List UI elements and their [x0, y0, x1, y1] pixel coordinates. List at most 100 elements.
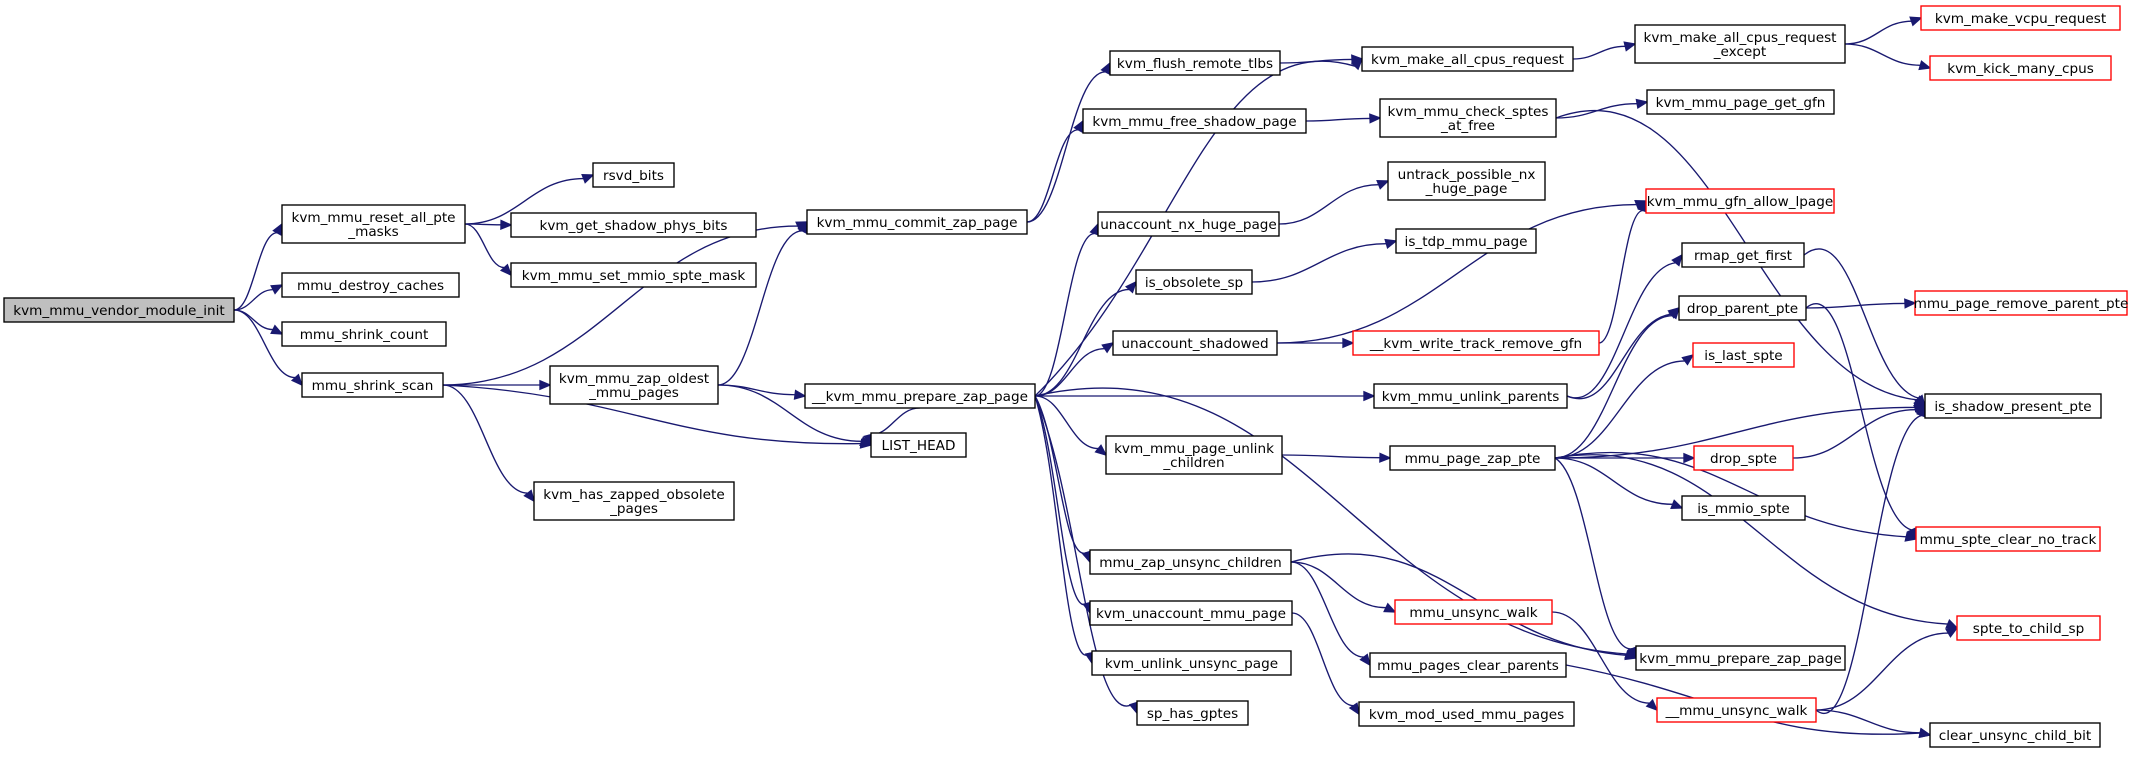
edge-line: [1281, 454, 1381, 459]
edge-n34-to-n35: [1281, 452, 1392, 463]
node-kvm-unaccount-mmu-page[interactable]: kvm_unaccount_mmu_page: [1089, 600, 1293, 626]
edge-n7-to-n11: [442, 384, 536, 503]
node-box: [1914, 290, 2128, 316]
node-kvm-mod-used-mmu-pages[interactable]: kvm_mod_used_mmu_pages: [1358, 701, 1575, 727]
node-kvm-mmu-reset-all-pte-masks[interactable]: kvm_mmu_reset_all_pte_masks: [281, 204, 466, 244]
node-box: [1635, 645, 1846, 671]
node-box: [1634, 24, 1846, 64]
edge-line: [1034, 395, 1099, 450]
node-label: LIST_HEAD: [882, 438, 956, 454]
node-is-last-spte[interactable]: is_last_spte: [1692, 342, 1795, 368]
edge-line: [1554, 457, 1633, 650]
edge-line: [1572, 45, 1626, 60]
node-kvm-mmu-page-get-gfn[interactable]: kvm_mmu_page_get_gfn: [1646, 89, 1835, 115]
edge-line: [1291, 612, 1354, 707]
node-kvm-mmu-set-mmio-spte-mask[interactable]: kvm_mmu_set_mmio_spte_mask: [510, 262, 757, 288]
edge-arrowhead: [499, 263, 513, 277]
node-mmu-unsync-walk[interactable]: __mmu_unsync_walk: [1656, 697, 1817, 723]
node-kvm-make-all-cpus-request[interactable]: kvm_make_all_cpus_request: [1361, 46, 1574, 72]
node-kvm-mmu-unlink-parents[interactable]: kvm_mmu_unlink_parents: [1373, 383, 1568, 409]
node-box: [1646, 89, 1835, 115]
edge-line: [464, 223, 502, 226]
node-box: [1089, 600, 1293, 626]
node-kvm-flush-remote-tlbs[interactable]: kvm_flush_remote_tlbs: [1109, 50, 1281, 76]
node-mmu-page-zap-pte[interactable]: mmu_page_zap_pte: [1389, 445, 1556, 471]
node-box: [1361, 46, 1574, 72]
node-mmu-shrink-scan[interactable]: mmu_shrink_scan: [301, 372, 444, 398]
node-kvm-has-zapped-obsolete-pages[interactable]: kvm_has_zapped_obsolete_pages: [533, 481, 735, 521]
node-mmu-pages-clear-parents[interactable]: mmu_pages_clear_parents: [1369, 652, 1567, 678]
node-unaccount-nx-huge-page[interactable]: unaccount_nx_huge_page: [1097, 211, 1280, 237]
node-is-mmio-spte[interactable]: is_mmio_spte: [1681, 495, 1806, 521]
node-label: is_obsolete_sp: [1145, 275, 1243, 291]
node-label: rmap_get_first: [1694, 248, 1792, 264]
node-sp-has-gptes[interactable]: sp_has_gptes: [1136, 700, 1249, 726]
edge-n13-to-n15: [1305, 113, 1382, 124]
node-spte-to-child-sp[interactable]: spte_to_child_sp: [1956, 615, 2101, 641]
node-kvm-mmu-gfn-allow-lpage[interactable]: kvm_mmu_gfn_allow_lpage: [1645, 188, 1835, 214]
edge-line: [233, 288, 274, 311]
node-kvm-mmu-zap-oldest-mmu-pages[interactable]: kvm_mmu_zap_oldest_mmu_pages: [549, 365, 719, 405]
node-mmu-zap-unsync-children[interactable]: mmu_zap_unsync_children: [1089, 549, 1292, 575]
edge-n25-to-n27: [1277, 337, 1355, 349]
node-mmu-unsync-walk[interactable]: mmu_unsync_walk: [1394, 599, 1553, 625]
node-kvm-kick-many-cpus[interactable]: kvm_kick_many_cpus: [1929, 55, 2112, 81]
node-kvm-mmu-prepare-zap-page[interactable]: __kvm_mmu_prepare_zap_page: [804, 383, 1036, 409]
node-mmu-spte-clear-no-track[interactable]: mmu_spte_clear_no_track: [1915, 526, 2101, 552]
edge-n35-to-n36: [1554, 452, 1696, 464]
edge-arrowhead: [581, 173, 595, 184]
edge-n27-to-n26: [1598, 199, 1648, 344]
edge-line: [1803, 248, 1919, 399]
edge-line: [464, 223, 505, 269]
node-kvm-write-track-remove-gfn[interactable]: __kvm_write_track_remove_gfn: [1352, 330, 1600, 356]
node-kvm-get-shadow-phys-bits[interactable]: kvm_get_shadow_phys_bits: [510, 212, 757, 238]
node-box: [1645, 188, 1835, 214]
node-rmap-get-first[interactable]: rmap_get_first: [1681, 242, 1805, 268]
node-kvm-mmu-prepare-zap-page[interactable]: kvm_mmu_prepare_zap_page: [1635, 645, 1846, 671]
node-untrack-possible-nx-huge-page[interactable]: untrack_possible_nx_huge_page: [1387, 161, 1546, 201]
edge-arrowhead: [523, 489, 536, 503]
edge-arrowhead: [1350, 57, 1364, 71]
node-box: [281, 272, 460, 298]
node-label: _pages: [609, 501, 658, 517]
node-mmu-destroy-caches[interactable]: mmu_destroy_caches: [281, 272, 460, 298]
node-box: [1369, 652, 1567, 678]
node-kvm-make-all-cpus-request-except[interactable]: kvm_make_all_cpus_request_except: [1634, 24, 1846, 64]
node-is-obsolete-sp[interactable]: is_obsolete_sp: [1135, 269, 1253, 295]
node-drop-parent-pte[interactable]: drop_parent_pte: [1678, 295, 1807, 321]
node-kvm-mmu-page-unlink-children[interactable]: kvm_mmu_page_unlink_children: [1105, 435, 1283, 475]
node-list-head[interactable]: LIST_HEAD: [870, 432, 967, 458]
node-mmu-shrink-count[interactable]: mmu_shrink_count: [281, 321, 447, 347]
node-box: [1656, 697, 1817, 723]
node-kvm-mmu-commit-zap-page[interactable]: kvm_mmu_commit_zap_page: [806, 209, 1028, 235]
edge-line: [1278, 183, 1379, 225]
edge-line: [1305, 117, 1371, 122]
node-drop-spte[interactable]: drop_spte: [1693, 445, 1794, 471]
edge-n35-to-n37: [1554, 457, 1684, 509]
node-kvm-make-vcpu-request[interactable]: kvm_make_vcpu_request: [1920, 5, 2121, 31]
node-kvm-unlink-unsync-page[interactable]: kvm_unlink_unsync_page: [1091, 650, 1292, 676]
node-mmu-page-remove-parent-pte[interactable]: mmu_page_remove_parent_pte: [1914, 290, 2129, 316]
node-kvm-mmu-check-sptes-at-free[interactable]: kvm_mmu_check_sptes_at_free: [1379, 98, 1557, 138]
edge-n8-to-n13: [1026, 119, 1084, 223]
node-clear-unsync-child-bit[interactable]: clear_unsync_child_bit: [1929, 722, 2101, 748]
node-box: [1358, 701, 1575, 727]
edge-arrowhead: [1904, 531, 1918, 542]
edge-line: [1034, 288, 1130, 397]
node-kvm-mmu-vendor-module-init[interactable]: kvm_mmu_vendor_module_init: [3, 297, 235, 323]
node-label: __kvm_mmu_prepare_zap_page: [811, 389, 1028, 405]
node-kvm-mmu-free-shadow-page[interactable]: kvm_mmu_free_shadow_page: [1082, 108, 1307, 134]
edge-line: [1554, 454, 1948, 625]
node-rsvd-bits[interactable]: rsvd_bits: [592, 162, 675, 188]
node-unaccount-shadowed[interactable]: unaccount_shadowed: [1112, 330, 1278, 356]
edge-arrowhead: [1904, 298, 1917, 309]
node-is-shadow-present-pte[interactable]: is_shadow_present_pte: [1924, 393, 2102, 419]
node-label: kvm_make_vcpu_request: [1935, 11, 2106, 27]
node-label: spte_to_child_sp: [1973, 621, 2084, 637]
edge-n16-to-n17: [1844, 16, 1923, 45]
node-is-tdp-mmu-page[interactable]: is_tdp_mmu_page: [1395, 228, 1537, 254]
edge-n0-to-n1: [233, 222, 283, 311]
node-label: mmu_page_remove_parent_pte: [1914, 296, 2129, 312]
edge-arrowhead: [1945, 627, 1959, 638]
edge-n40-to-n46: [1551, 611, 1659, 712]
